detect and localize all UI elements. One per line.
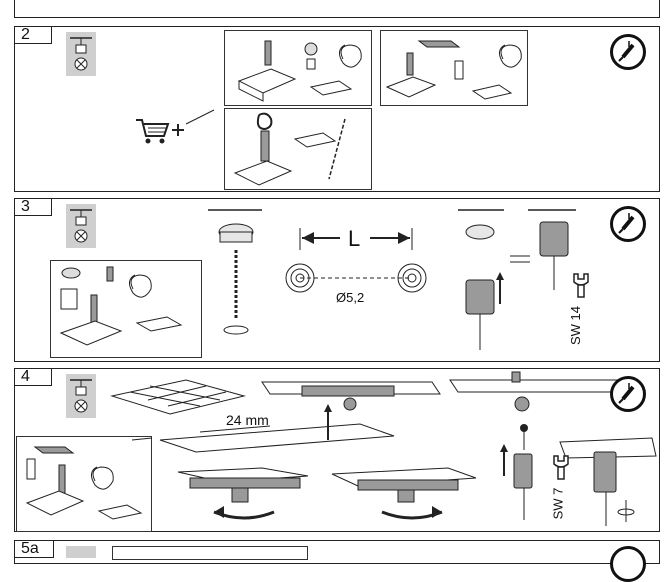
screwdriver-tool-icon: [610, 206, 646, 242]
shopping-cart-add-icon: [134, 114, 190, 148]
screwdriver-tool-icon: [610, 34, 646, 70]
wrench-icon: [548, 454, 574, 480]
step-3-parts-box: [50, 260, 202, 358]
wrench-icon: [568, 272, 594, 298]
offset-distance-label: 24 mm: [226, 412, 269, 428]
screwdriver-tool-icon: [610, 376, 646, 412]
hole-diameter-label: Ø5,2: [336, 290, 365, 305]
ceiling-mount-icon: [66, 374, 96, 418]
step-4-number: 4: [14, 368, 52, 386]
step-5a-panel: [14, 540, 660, 564]
step-2-parts-box-c: [224, 108, 372, 190]
screwdriver-tool-icon: [610, 546, 646, 582]
step-2-parts-box-b: [380, 30, 528, 106]
distance-label: L: [348, 226, 361, 251]
ceiling-mount-icon: [66, 546, 96, 558]
ceiling-mount-icon: [66, 204, 96, 248]
step-2-number: 2: [14, 26, 52, 44]
wrench-size-label: SW 7: [550, 487, 566, 520]
wrench-size-label: SW 14: [568, 305, 584, 346]
step-5a-number: 5a: [14, 540, 54, 558]
step-4-parts-box: [16, 436, 152, 532]
step-3-number: 3: [14, 198, 52, 216]
ceiling-mount-icon: [66, 32, 96, 76]
step-2-parts-box-a: [224, 30, 372, 106]
top-panel: [14, 0, 660, 18]
